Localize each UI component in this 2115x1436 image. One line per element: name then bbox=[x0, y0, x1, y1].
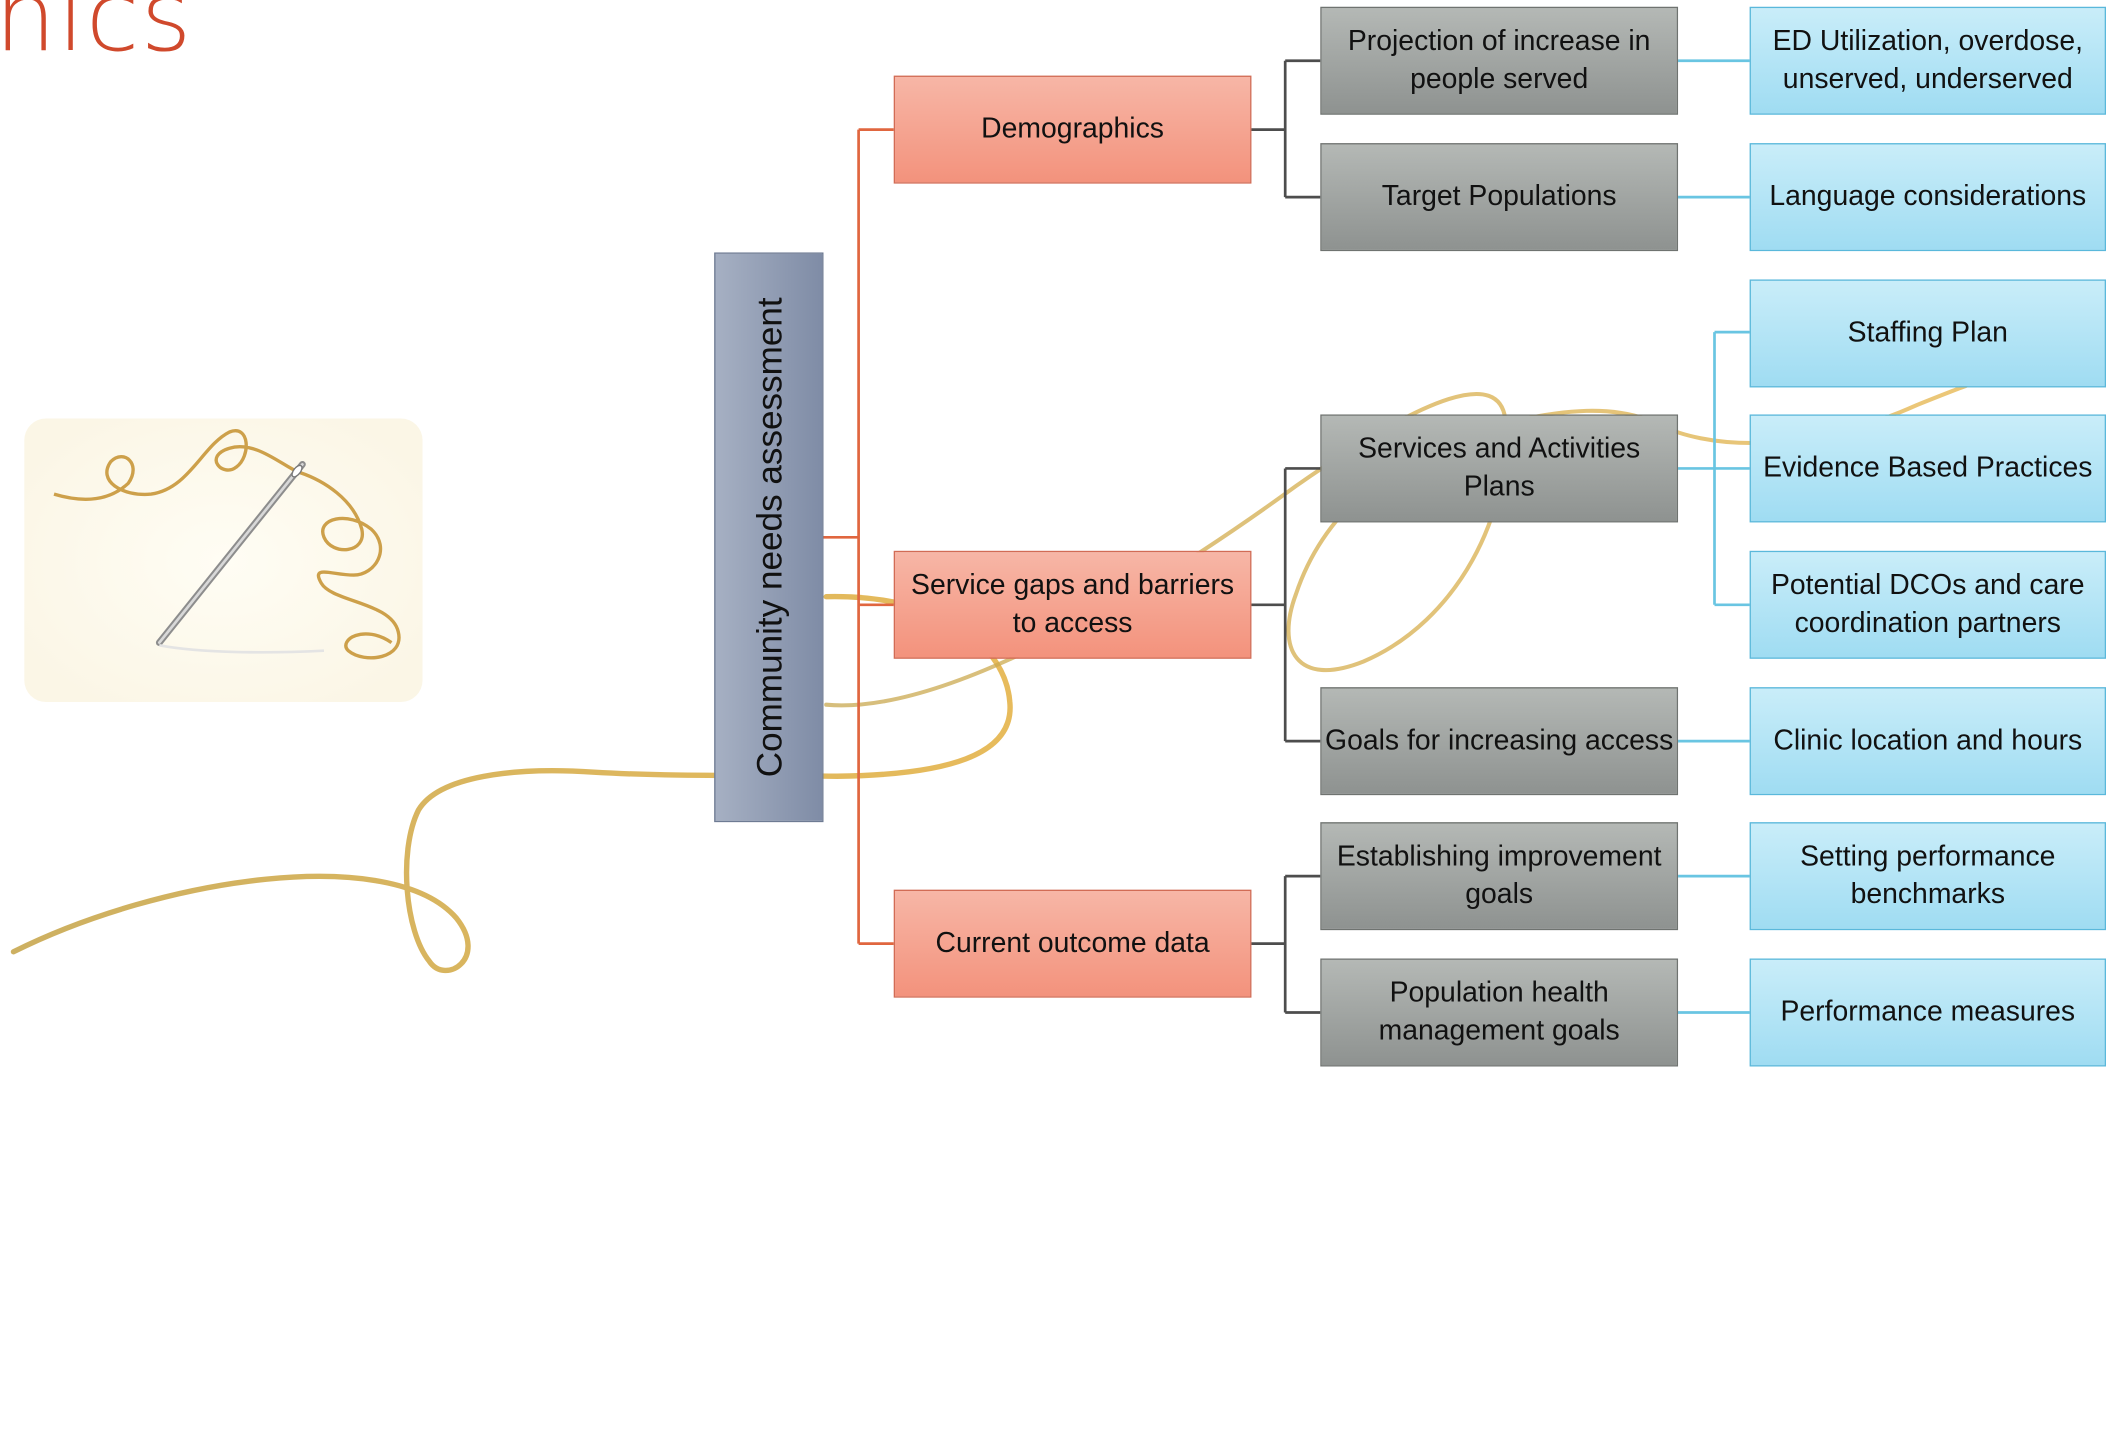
root-node: Community needs assessment bbox=[714, 252, 824, 823]
thread-decoration bbox=[10, 384, 1968, 974]
category-node-demographics: Demographics bbox=[893, 75, 1252, 184]
detail-node-language: Language considerations bbox=[1749, 143, 2106, 252]
item-node-services-activities: Services and Activities Plans bbox=[1320, 414, 1679, 523]
item-node-projection: Projection of increase in people served bbox=[1320, 6, 1679, 115]
level3-connectors bbox=[1678, 59, 1750, 1014]
level1-connectors bbox=[823, 128, 894, 946]
detail-node-ed-utilization: ED Utilization, overdose, unserved, unde… bbox=[1749, 6, 2106, 115]
detail-node-staffing-plan: Staffing Plan bbox=[1749, 279, 2106, 388]
item-node-population-health: Population health management goals bbox=[1320, 958, 1679, 1067]
detail-node-performance-measures: Performance measures bbox=[1749, 958, 2106, 1067]
category-node-outcome-data: Current outcome data bbox=[893, 889, 1252, 998]
detail-node-evidence-practices: Evidence Based Practices bbox=[1749, 414, 2106, 523]
detail-node-benchmarks: Setting performance benchmarks bbox=[1749, 822, 2106, 931]
item-node-goals-access: Goals for increasing access bbox=[1320, 687, 1679, 796]
root-node-label: Community needs assessment bbox=[748, 297, 790, 778]
category-node-service-gaps: Service gaps and barriers to access bbox=[893, 550, 1252, 659]
diagram-decoration bbox=[10, 59, 1968, 1014]
slide-title-fragment: nics bbox=[0, 0, 193, 73]
needle-and-thread-icon bbox=[24, 418, 423, 702]
item-node-target-populations: Target Populations bbox=[1320, 143, 1679, 252]
detail-node-dco-partners: Potential DCOs and care coordination par… bbox=[1749, 550, 2106, 659]
level2-connectors bbox=[1251, 59, 1321, 1014]
item-node-improvement-goals: Establishing improvement goals bbox=[1320, 822, 1679, 931]
detail-node-clinic-location: Clinic location and hours bbox=[1749, 687, 2106, 796]
